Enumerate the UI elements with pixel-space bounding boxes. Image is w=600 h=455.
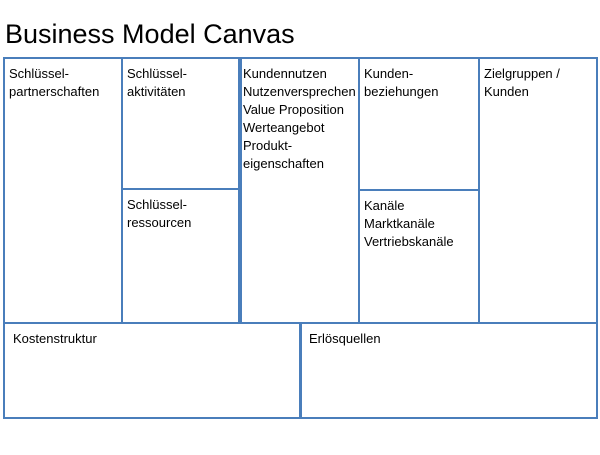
block-key-partners: Schlüssel- partnerschaften: [3, 57, 123, 324]
block-label: Marktkanäle: [364, 216, 435, 231]
block-label: Kunden-: [364, 66, 414, 81]
block-key-activities: Schlüssel- aktivitäten: [121, 57, 242, 190]
block-label: Schlüssel-: [127, 66, 187, 81]
block-label: partnerschaften: [9, 84, 100, 99]
block-label: Schlüssel-: [127, 197, 187, 212]
block-label: Vertriebskanäle: [364, 234, 454, 249]
block-label: Erlösquellen: [309, 331, 381, 346]
page-title: Business Model Canvas: [5, 19, 295, 49]
block-label: Werteangebot: [243, 120, 325, 135]
block-label: ressourcen: [127, 215, 192, 230]
block-label: Kundennutzen: [243, 66, 327, 81]
block-label: Kanäle: [364, 198, 405, 213]
block-label: aktivitäten: [127, 84, 186, 99]
block-label: Nutzenversprechen: [243, 84, 356, 99]
block-label: Zielgruppen /: [484, 66, 560, 81]
block-label: Kostenstruktur: [13, 331, 97, 346]
block-customer-relationships: Kunden- beziehungen: [358, 57, 480, 191]
block-key-resources: Schlüssel- ressourcen: [121, 188, 242, 324]
block-revenue-streams: Erlösquellen: [299, 322, 598, 419]
block-label: beziehungen: [364, 84, 439, 99]
block-label: Value Proposition: [243, 102, 344, 117]
block-label: eigenschaften: [243, 156, 324, 171]
block-label: Kunden: [484, 84, 529, 99]
block-label: Produkt-: [243, 138, 293, 153]
block-label: Schlüssel-: [9, 66, 69, 81]
block-value-proposition: Kundennutzen Nutzenversprechen Value Pro…: [238, 57, 360, 324]
block-channels: Kanäle Marktkanäle Vertriebskanäle: [358, 189, 480, 324]
block-cost-structure: Kostenstruktur: [3, 322, 302, 419]
block-customer-segments: Zielgruppen / Kunden: [478, 57, 598, 324]
